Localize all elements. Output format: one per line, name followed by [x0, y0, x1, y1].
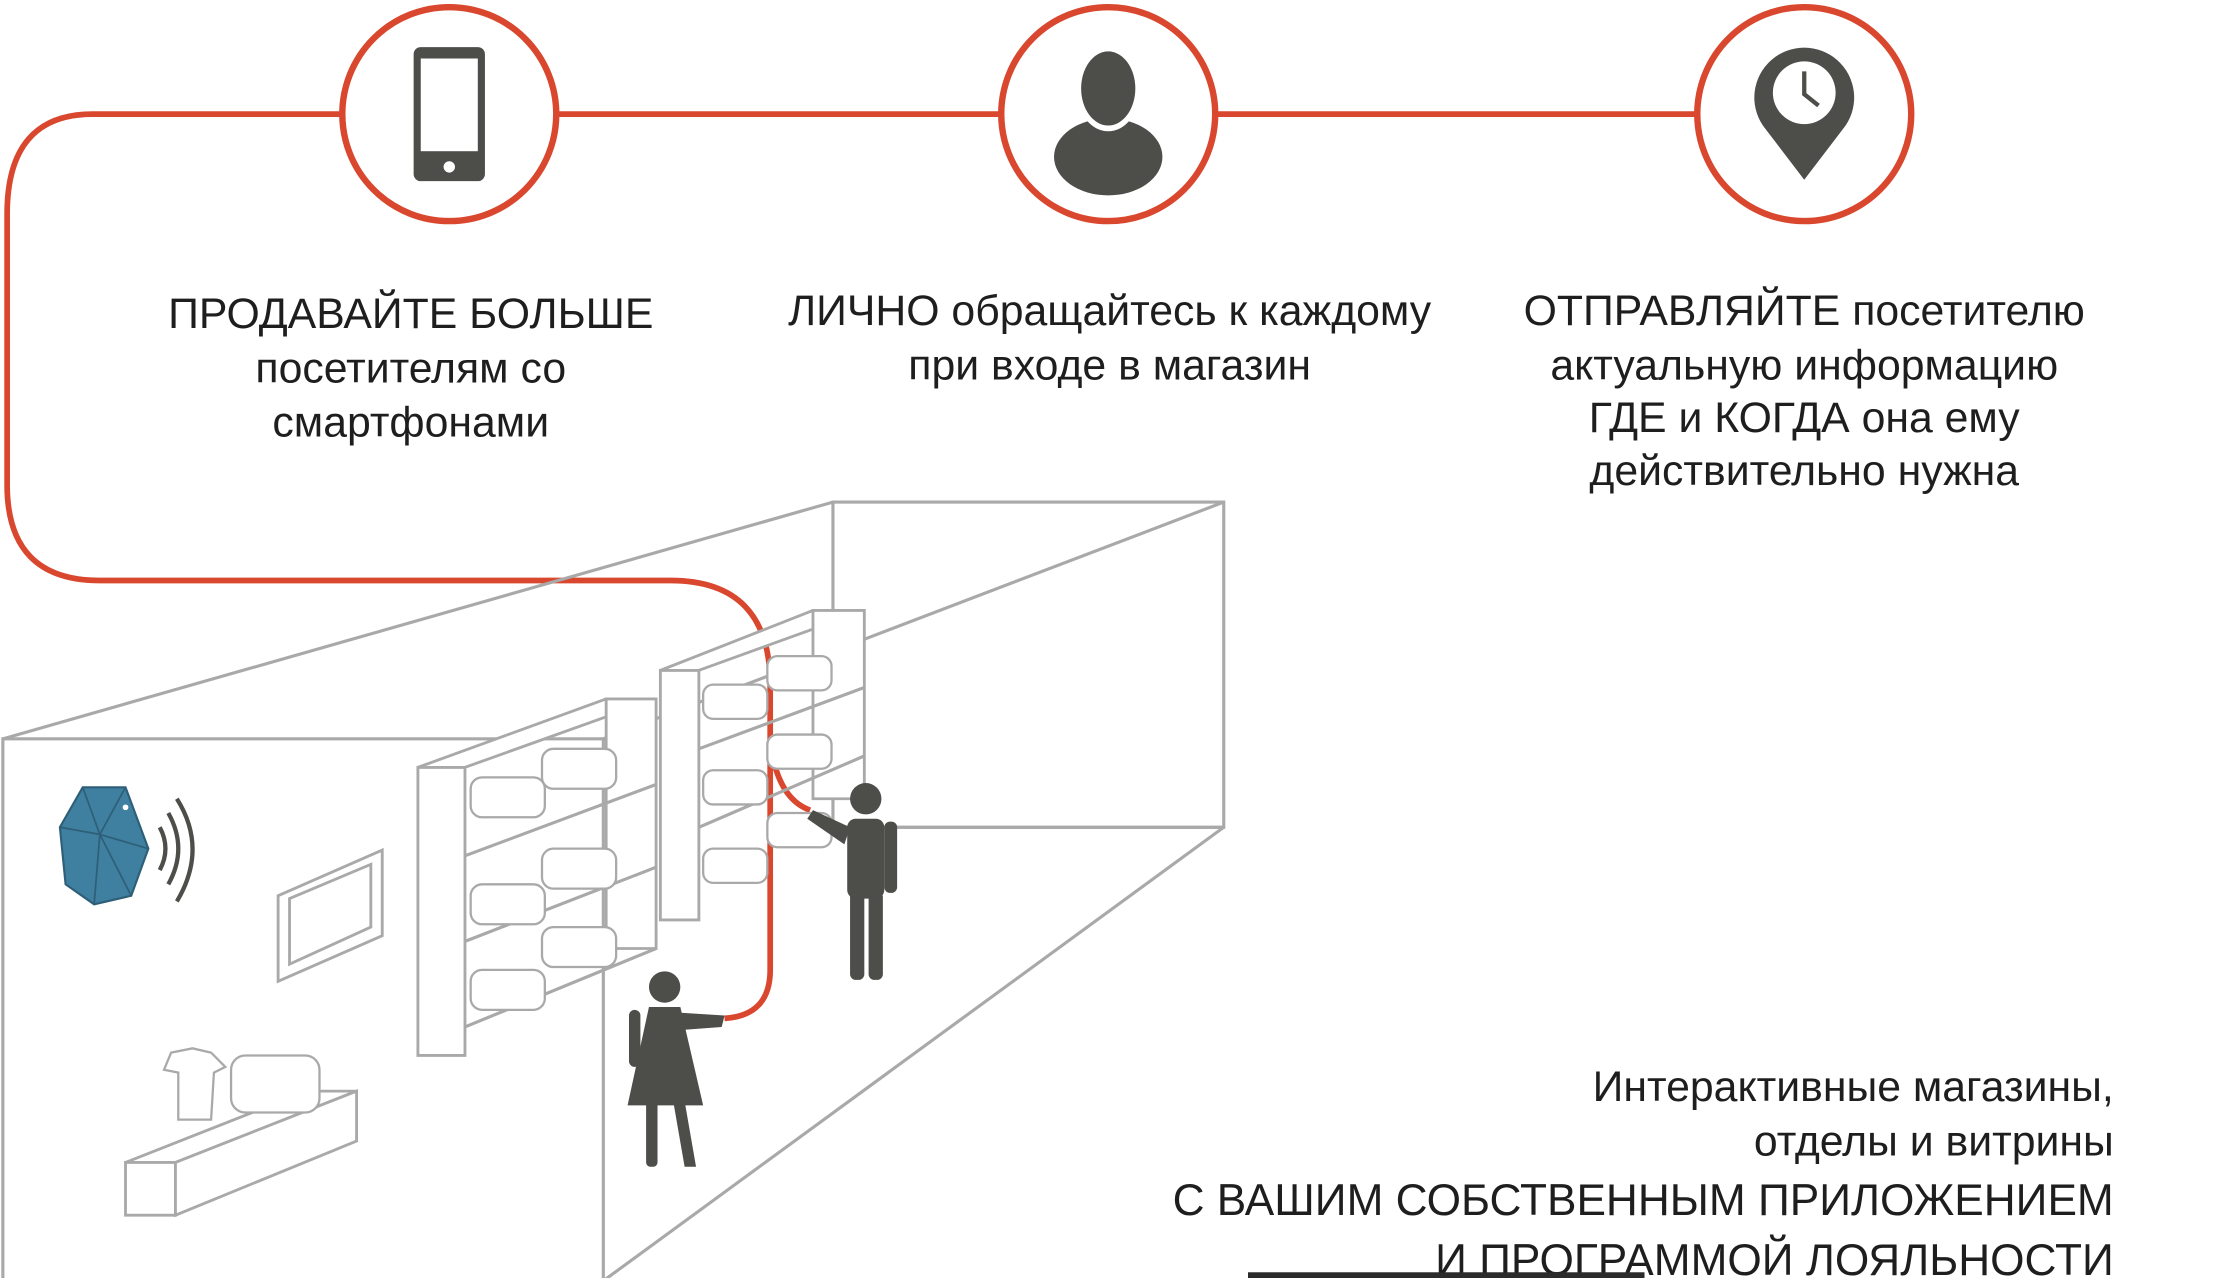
display-table: [124, 1047, 358, 1218]
tagline-line-4: И ПРОГРАММОЙ ЛОЯЛЬНОСТИ: [1435, 1234, 2114, 1278]
feature-3-line-2: актуальную информацию: [1550, 341, 2058, 389]
shelf-unit-front: [416, 697, 658, 1057]
location-clock-icon: [1754, 47, 1855, 180]
feature-circle-user: [998, 3, 1219, 225]
connector-line: [4, 111, 774, 1022]
footer-bar: [1247, 1272, 1645, 1278]
wall-picture: [276, 847, 384, 984]
user-icon: [1054, 51, 1163, 196]
feature-3-line-3: ГДЕ и КОГДА она ему: [1589, 394, 2021, 442]
shelf-unit-back: [658, 609, 866, 922]
beacon-icon: [58, 786, 150, 906]
smartphone-icon: [413, 47, 485, 182]
feature-1-line-1: ПРОДАВАЙТЕ БОЛЬШЕ: [168, 289, 653, 338]
man-figure: [807, 783, 898, 980]
feature-2-line-2: при входе в магазин: [908, 341, 1311, 389]
feature-1-line-2: посетителям со: [255, 344, 566, 392]
signal-waves-icon: [157, 797, 195, 903]
feature-3-line-1: ОТПРАВЛЯЙТЕ посетителю: [1524, 286, 2085, 335]
feature-circle-smartphone: [339, 3, 560, 225]
tagline-line-3: С ВАШИМ СОБСТВЕННЫМ ПРИЛОЖЕНИЕМ: [1173, 1176, 2114, 1225]
tagline-line-1: Интерактивные магазины,: [1593, 1063, 2114, 1111]
woman-figure: [627, 971, 725, 1167]
store-outline: [1, 500, 1226, 1278]
feature-1-line-3: смартфонами: [272, 398, 549, 446]
feature-circle-location: [1694, 3, 1915, 225]
feature-2-line-1: ЛИЧНО обращайтесь к каждому: [788, 287, 1432, 335]
tagline-line-2: отделы и витрины: [1754, 1117, 2114, 1165]
feature-3-line-4: действительно нужна: [1589, 447, 2019, 495]
